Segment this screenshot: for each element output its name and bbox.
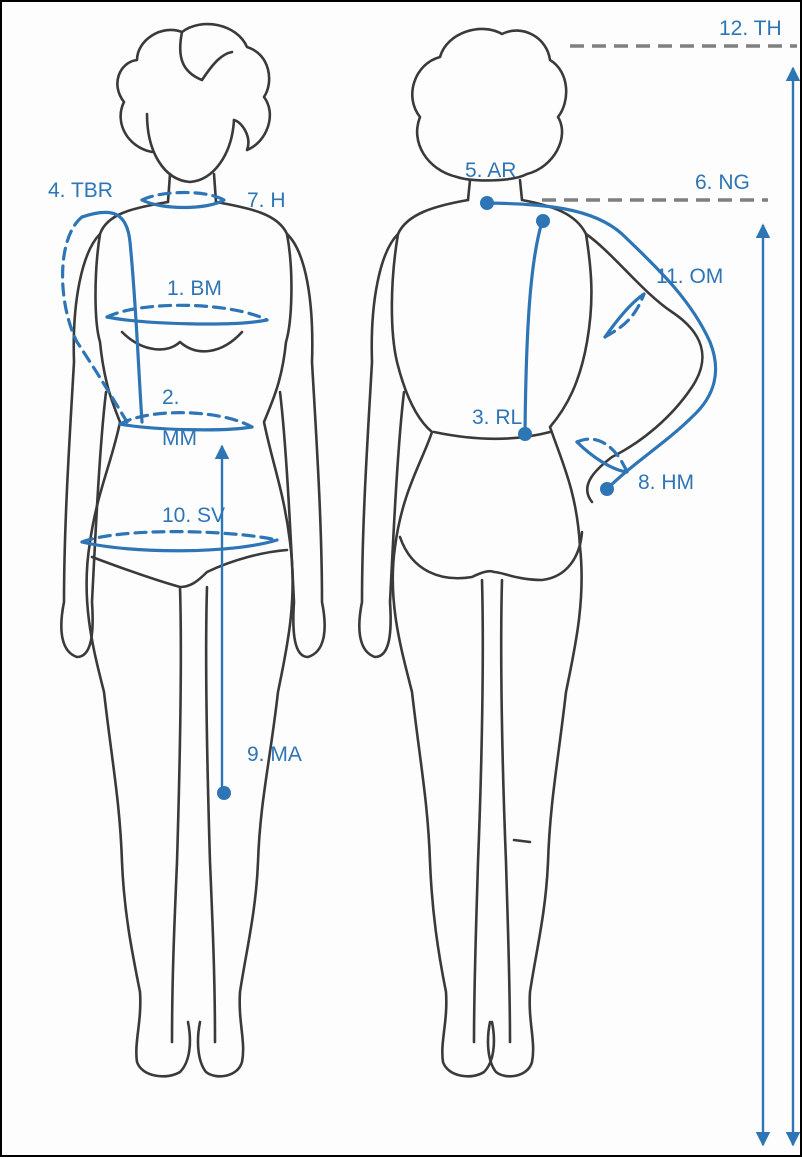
back-briefs xyxy=(400,532,582,580)
front-face xyxy=(147,114,234,182)
neck-measure-front xyxy=(142,200,224,208)
wrist-measure xyxy=(577,442,627,472)
back-inner-legs xyxy=(474,580,510,1042)
front-hair-part xyxy=(180,32,232,80)
label-hm: 8. HM xyxy=(638,472,694,494)
front-inner-legs xyxy=(172,587,215,1042)
label-h: 7. H xyxy=(247,190,286,212)
front-bust xyxy=(122,332,242,351)
front-hair xyxy=(117,24,269,152)
back-hair xyxy=(412,29,566,181)
arm-start-dot xyxy=(480,196,494,210)
label-sv: 10. SV xyxy=(162,505,225,527)
back-left-arm xyxy=(359,234,404,657)
front-briefs xyxy=(92,550,287,587)
back-torso-right xyxy=(488,200,591,1076)
front-left-arm xyxy=(61,234,106,657)
waist-measure-back xyxy=(120,413,252,427)
back-torso-left xyxy=(392,200,494,1076)
hip-measure-back xyxy=(82,532,277,542)
label-mm-code: MM xyxy=(162,428,197,450)
back-length-bottom-dot xyxy=(518,427,532,441)
label-rl: 3. RL xyxy=(472,407,522,429)
upper-arm-measure xyxy=(605,294,644,337)
bust-measure-front xyxy=(107,317,267,324)
back-waist xyxy=(434,432,550,439)
bust-measure-back xyxy=(107,305,267,320)
label-ng: 6. NG xyxy=(695,172,750,194)
label-ar: 5. AR xyxy=(465,160,516,182)
label-om: 11. OM xyxy=(656,266,723,288)
label-tbr: 4. TBR xyxy=(48,180,113,202)
label-th: 12. TH xyxy=(719,18,782,40)
front-right-arm xyxy=(280,234,325,657)
back-length-top-dot xyxy=(536,214,550,228)
wrist-measure-back xyxy=(577,439,627,472)
label-mm-number: 2. xyxy=(162,387,180,409)
label-ma: 9. MA xyxy=(247,744,302,766)
back-knee-mark xyxy=(514,840,530,842)
neck-measure-back xyxy=(142,193,224,201)
wrist-dot xyxy=(600,482,614,496)
hip-measure-front xyxy=(82,540,277,551)
back-length-line xyxy=(525,222,542,434)
label-bm: 1. BM xyxy=(167,278,222,300)
back-figure xyxy=(359,29,702,1076)
back-neck xyxy=(468,180,522,200)
inside-leg-dot xyxy=(217,786,231,800)
